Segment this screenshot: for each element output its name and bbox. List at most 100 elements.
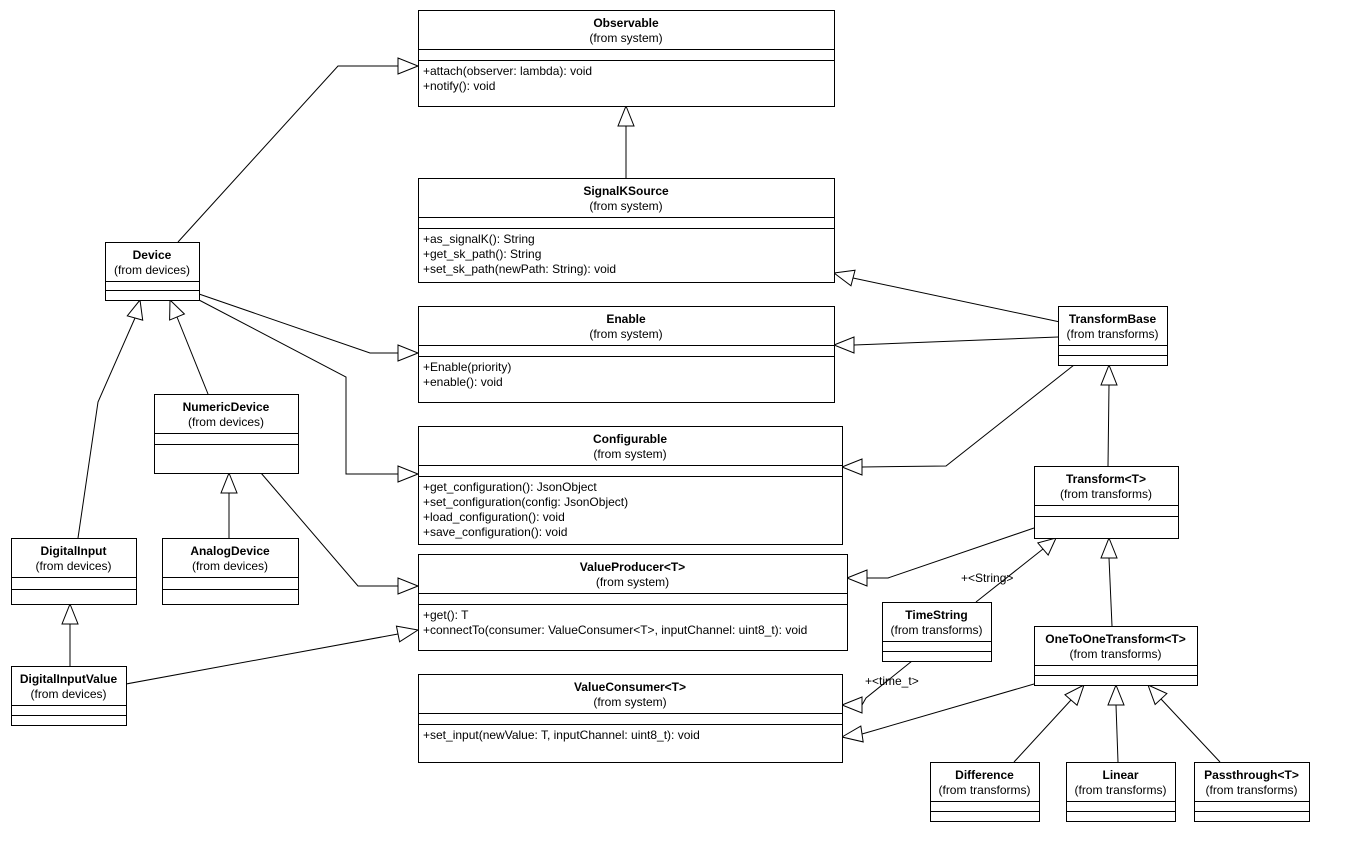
connector-line (198, 293, 398, 354)
connector-line (853, 336, 1059, 346)
class-package: (from system) (596, 575, 669, 589)
class-name: Observable (593, 16, 659, 30)
connector-line (975, 548, 1044, 603)
generalization-arrowhead (845, 569, 868, 587)
class-name: NumericDevice (183, 400, 270, 414)
class-analogdevice: AnalogDevice(from devices) (162, 538, 299, 605)
class-device: Device(from devices) (105, 242, 200, 301)
class-configurable: Configurable(from system)+get_configurat… (418, 426, 843, 545)
class-package: (from system) (589, 31, 662, 45)
generalization-onetoone-to-valueconsumer (840, 683, 1035, 743)
generalization-timestring-to-valueconsumer (840, 660, 913, 714)
generalization-digitalinputvalue-to-valueproducer (125, 625, 420, 685)
class-digitalinput: DigitalInput(from devices) (11, 538, 137, 605)
class-package: (from transforms) (938, 783, 1030, 797)
binding-label-time-t: +<time_t> (865, 674, 919, 688)
generalization-arrowhead (397, 344, 420, 362)
generalization-arrowhead (832, 269, 856, 287)
class-package: (from system) (593, 695, 666, 709)
class-box-outline (418, 426, 843, 545)
class-valueconsumer: ValueConsumer<T>(from system)+set_input(… (418, 674, 843, 763)
class-operation: +attach(observer: lambda): void (423, 64, 592, 78)
class-package: (from transforms) (1205, 783, 1297, 797)
generalization-digitalinput-to-device (77, 298, 144, 539)
connector-line (176, 316, 209, 395)
class-operation: +set_configuration(config: JsonObject) (423, 495, 628, 509)
class-onetoone: OneToOneTransform<T>(from transforms) (1034, 626, 1198, 686)
generalization-transformbase-to-signalksource (832, 269, 1061, 323)
class-name: Device (133, 248, 172, 262)
class-linear: Linear(from transforms) (1066, 762, 1176, 822)
binding-label-string: +<String> (961, 571, 1013, 585)
class-operation: +save_configuration(): void (423, 525, 567, 539)
generalization-arrowhead (220, 471, 238, 494)
connector-line (861, 364, 1075, 468)
class-box-outline (418, 178, 835, 283)
class-box-outline (418, 674, 843, 763)
connector-line (1013, 699, 1072, 763)
generalization-arrowhead (840, 458, 863, 476)
class-package: (from transforms) (1066, 327, 1158, 341)
generalization-analogdevice-to-numericdevice (220, 471, 238, 538)
class-name: Difference (955, 768, 1014, 782)
class-observable: Observable(from system) +attach(observer:… (418, 10, 835, 107)
class-box-outline (11, 538, 137, 605)
connector-line (1160, 698, 1221, 763)
connector-line (198, 299, 398, 475)
generalization-numericdevice-to-valueproducer (260, 472, 420, 595)
generalization-onetoone-to-transform (1100, 536, 1118, 627)
connector-line (1108, 557, 1113, 627)
generalization-passthrough-to-onetoone (1147, 684, 1221, 763)
class-passthrough: Passthrough<T>(from transforms) (1194, 762, 1310, 822)
class-enable: Enable(from system)+Enable(priority)+ena… (418, 306, 835, 403)
generalization-digitalinputvalue-to-digitalinput (61, 602, 79, 666)
class-name: Passthrough<T> (1204, 768, 1299, 782)
class-box-outline (1034, 466, 1179, 539)
generalization-arrowhead (832, 336, 855, 354)
generalization-arrowhead (1100, 363, 1118, 386)
generalization-transformbase-to-enable (832, 336, 1059, 354)
class-difference: Difference(from transforms) (930, 762, 1040, 822)
generalization-linear-to-onetoone (1107, 683, 1125, 763)
class-name: Transform<T> (1066, 472, 1146, 486)
generalization-signalksource-to-observable (617, 104, 635, 178)
class-operation: +notify(): void (423, 79, 495, 93)
generalization-difference-to-onetoone (1013, 683, 1085, 763)
generalization-device-to-observable (177, 57, 420, 243)
class-valueproducer: ValueProducer<T>(from system)+get(): T+c… (418, 554, 848, 651)
generalization-arrowhead (397, 577, 420, 595)
generalization-arrowhead (840, 696, 863, 714)
class-package: (from system) (589, 327, 662, 341)
class-name: SignalKSource (583, 184, 669, 198)
connector-line (77, 317, 136, 539)
generalization-arrowhead (397, 57, 420, 75)
class-operation: +set_sk_path(newPath: String): void (423, 262, 616, 276)
generalization-arrowhead (1100, 536, 1118, 559)
class-name: Enable (606, 312, 646, 326)
class-timestring: TimeString(from transforms) (882, 602, 992, 662)
class-name: Linear (1102, 768, 1138, 782)
class-signalksource: SignalKSource(from system)+as_signalK():… (418, 178, 835, 283)
class-operation: +as_signalK(): String (423, 232, 535, 246)
generalization-arrowhead (1107, 683, 1125, 706)
generalization-timestring-to-transform (975, 537, 1057, 603)
connector-line (177, 65, 398, 243)
class-box-outline (162, 538, 299, 605)
connector-line (1115, 704, 1119, 763)
generalization-arrowhead (169, 298, 186, 321)
class-package: (from devices) (188, 415, 264, 429)
class-package: (from transforms) (890, 623, 982, 637)
class-name: AnalogDevice (190, 544, 270, 558)
generalization-arrowhead (126, 298, 144, 321)
class-package: (from devices) (30, 687, 106, 701)
class-transform: Transform<T>(from transforms) (1034, 466, 1179, 539)
class-name: ValueProducer<T> (580, 560, 685, 574)
generalization-arrowhead (617, 104, 635, 127)
class-operation: +connectTo(consumer: ValueConsumer<T>, i… (423, 623, 807, 637)
class-package: (from devices) (192, 559, 268, 573)
class-name: Configurable (593, 432, 667, 446)
connector-line (125, 633, 399, 685)
class-package: (from transforms) (1060, 487, 1152, 501)
class-package: (from transforms) (1074, 783, 1166, 797)
class-package: (from devices) (35, 559, 111, 573)
